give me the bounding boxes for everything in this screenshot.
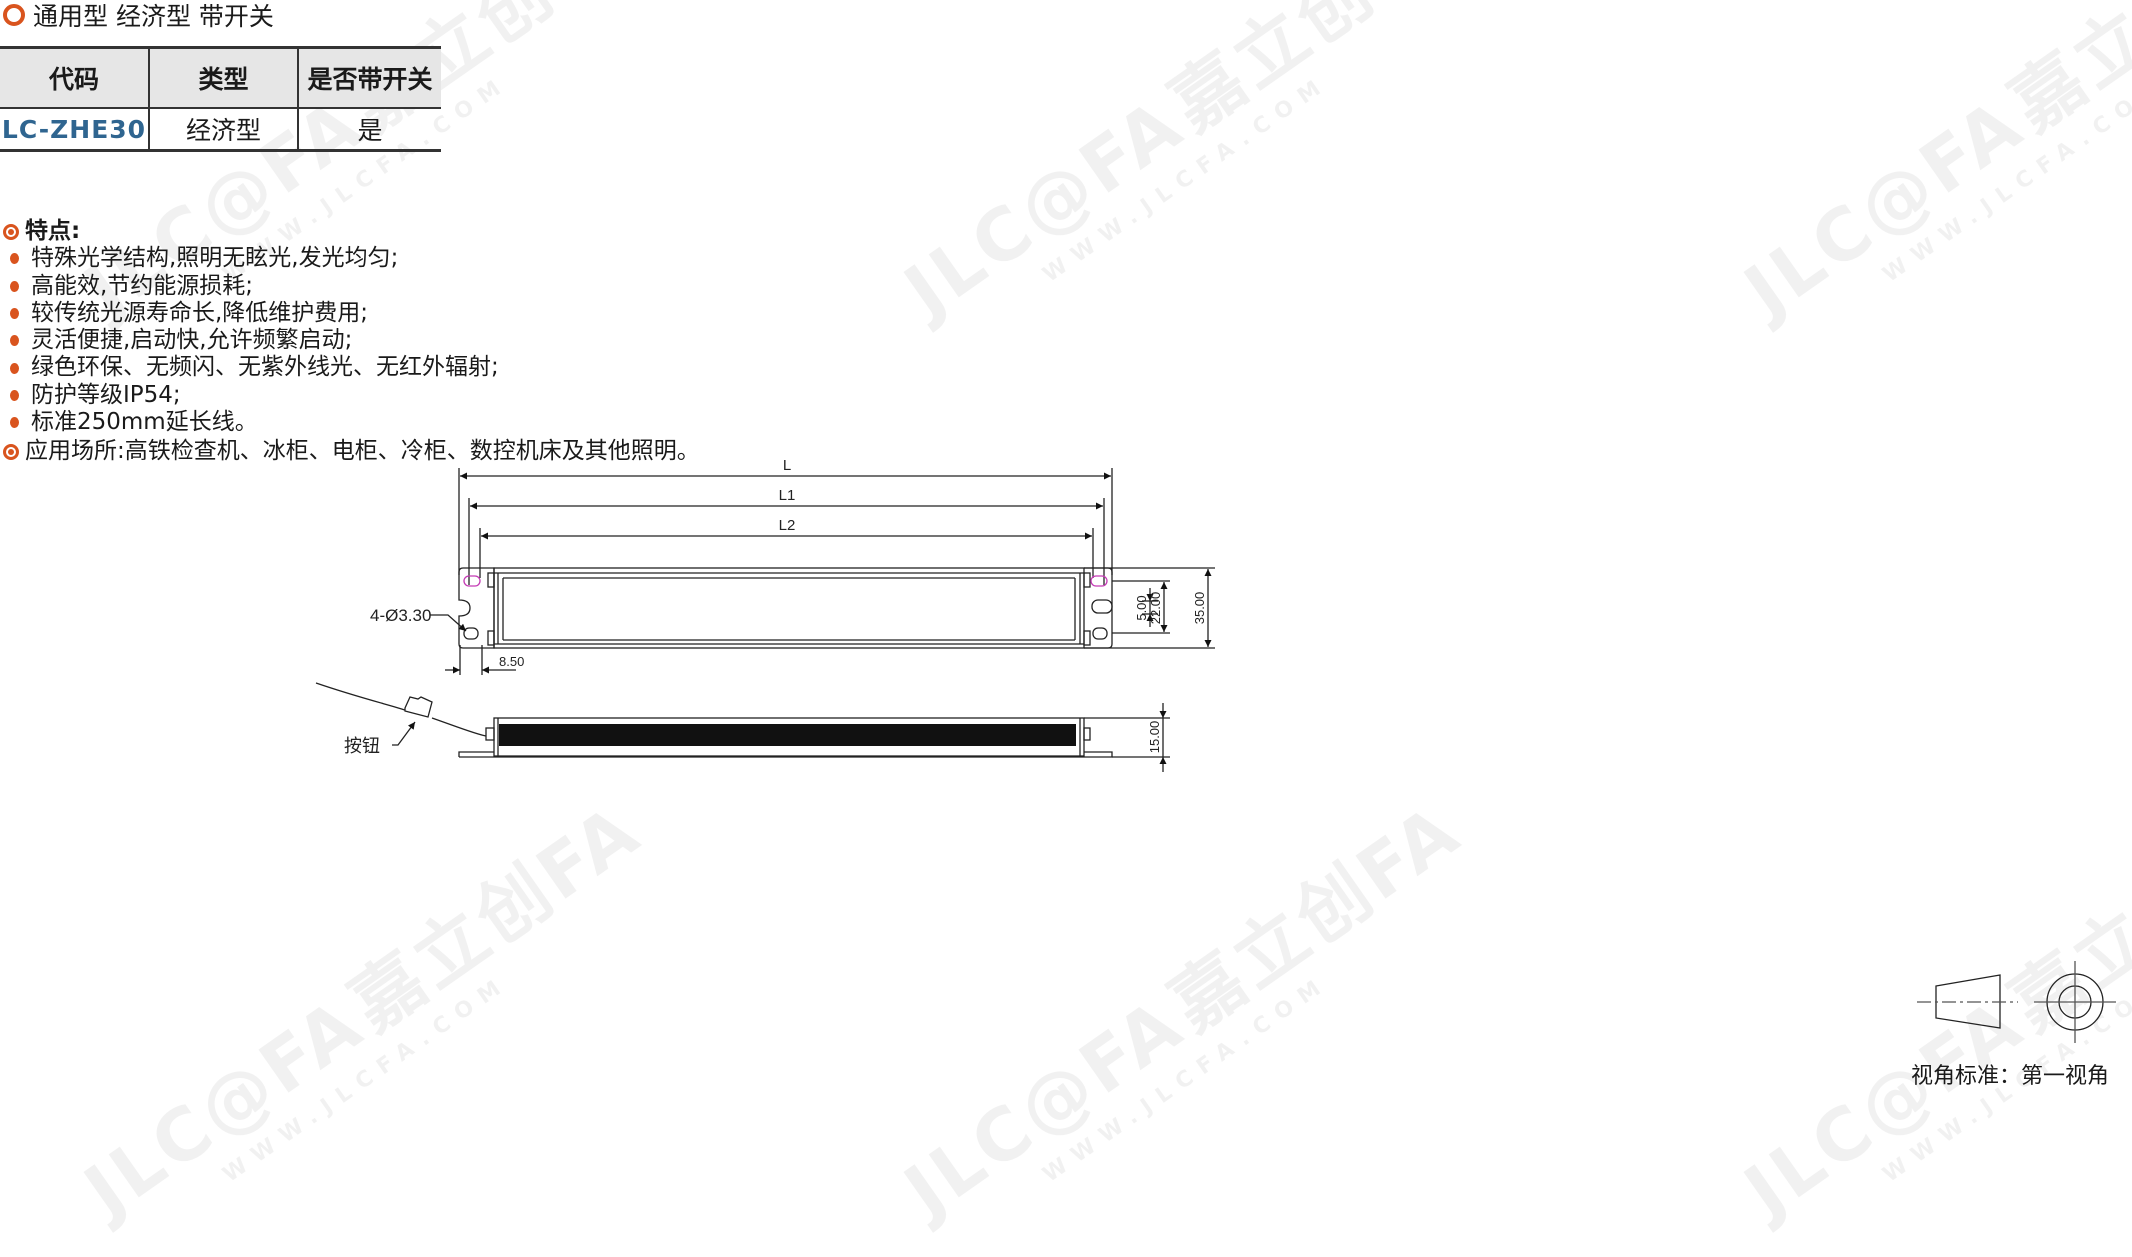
label-2200: 22.00 <box>1148 592 1163 625</box>
top-view <box>458 567 1113 649</box>
list-item: 灵活便捷,启动快,允许频繁启动; <box>0 327 700 354</box>
list-item: 绿色环保、无频闪、无紫外线光、无红外辐射; <box>0 354 700 381</box>
mount-hole-marker <box>463 575 481 587</box>
target-icon <box>3 444 19 461</box>
bullet-icon <box>10 335 19 347</box>
switch-button <box>404 696 433 718</box>
application-text: 应用场所:高铁检查机、冰柜、电柜、冷柜、数控机床及其他照明。 <box>25 438 700 465</box>
label-850: 8.50 <box>499 654 524 669</box>
technical-drawing: L L1 L2 4-Ø3.30 8.50 5.00 22.00 35.00 15… <box>315 457 2116 1043</box>
cable <box>315 682 487 737</box>
view-standard-label: 视角标准：第一视角 <box>1911 1064 2110 1089</box>
features-heading: 特点: <box>25 218 81 244</box>
feature-text: 防护等级IP54; <box>31 381 181 408</box>
list-item: 高能效,节约能源损耗; <box>0 273 700 300</box>
side-view <box>315 682 1113 758</box>
feature-text: 标准250mm延长线。 <box>31 409 258 436</box>
hole-leader <box>430 614 467 632</box>
cell-code: LC-ZHE30 <box>0 108 149 152</box>
feature-text: 灵活便捷,启动快,允许频繁启动; <box>31 327 353 354</box>
feature-text: 绿色环保、无频闪、无紫外线光、无红外辐射; <box>31 354 499 381</box>
label-L1: L1 <box>779 487 796 504</box>
bullet-icon <box>10 389 19 401</box>
features-section: 特点: 特殊光学结构,照明无眩光,发光均匀; 高能效,节约能源损耗; 较传统光源… <box>0 218 700 466</box>
spec-table: 代码 类型 是否带开关 LC-ZHE30 经济型 是 <box>0 46 441 152</box>
list-item: 标准250mm延长线。 <box>0 409 700 436</box>
cell-type: 经济型 <box>148 108 298 152</box>
bullet-icon <box>10 362 19 374</box>
first-angle-projection-icon <box>1917 961 2116 1043</box>
bullet-icon <box>10 417 19 429</box>
mount-hole-marker <box>1090 575 1108 587</box>
bullet-icon <box>10 308 19 320</box>
label-1500: 15.00 <box>1147 721 1162 754</box>
feature-text: 较传统光源寿命长,降低维护费用; <box>31 299 369 326</box>
list-item: 防护等级IP54; <box>0 382 700 409</box>
title-text: 通用型 经济型 带开关 <box>33 2 274 31</box>
cell-switch: 是 <box>297 108 441 152</box>
label-3500: 35.00 <box>1192 592 1207 625</box>
target-icon <box>3 223 19 240</box>
bullet-icon <box>10 253 19 265</box>
label-button: 按钮 <box>344 736 380 757</box>
label-L2: L2 <box>779 517 796 534</box>
table-row: LC-ZHE30 经济型 是 <box>0 108 441 152</box>
column-header: 是否带开关 <box>297 46 441 109</box>
features-list: 特殊光学结构,照明无眩光,发光均匀; 高能效,节约能源损耗; 较传统光源寿命长,… <box>0 245 700 436</box>
bullet-icon <box>10 280 19 292</box>
extension-lines <box>458 468 1113 585</box>
feature-text: 特殊光学结构,照明无眩光,发光均匀; <box>31 245 399 272</box>
list-item: 特殊光学结构,照明无眩光,发光均匀; <box>0 245 700 272</box>
column-header: 代码 <box>0 46 149 109</box>
label-hole: 4-Ø3.30 <box>370 606 431 625</box>
label-L: L <box>783 457 791 474</box>
section-title: 通用型 经济型 带开关 <box>0 0 274 31</box>
list-item: 较传统光源寿命长,降低维护费用; <box>0 300 700 327</box>
ring-icon <box>3 4 25 26</box>
table-header-row: 代码 类型 是否带开关 <box>0 46 441 109</box>
label-500: 5.00 <box>1134 595 1149 620</box>
feature-text: 高能效,节约能源损耗; <box>31 272 254 299</box>
column-header: 类型 <box>148 46 298 109</box>
